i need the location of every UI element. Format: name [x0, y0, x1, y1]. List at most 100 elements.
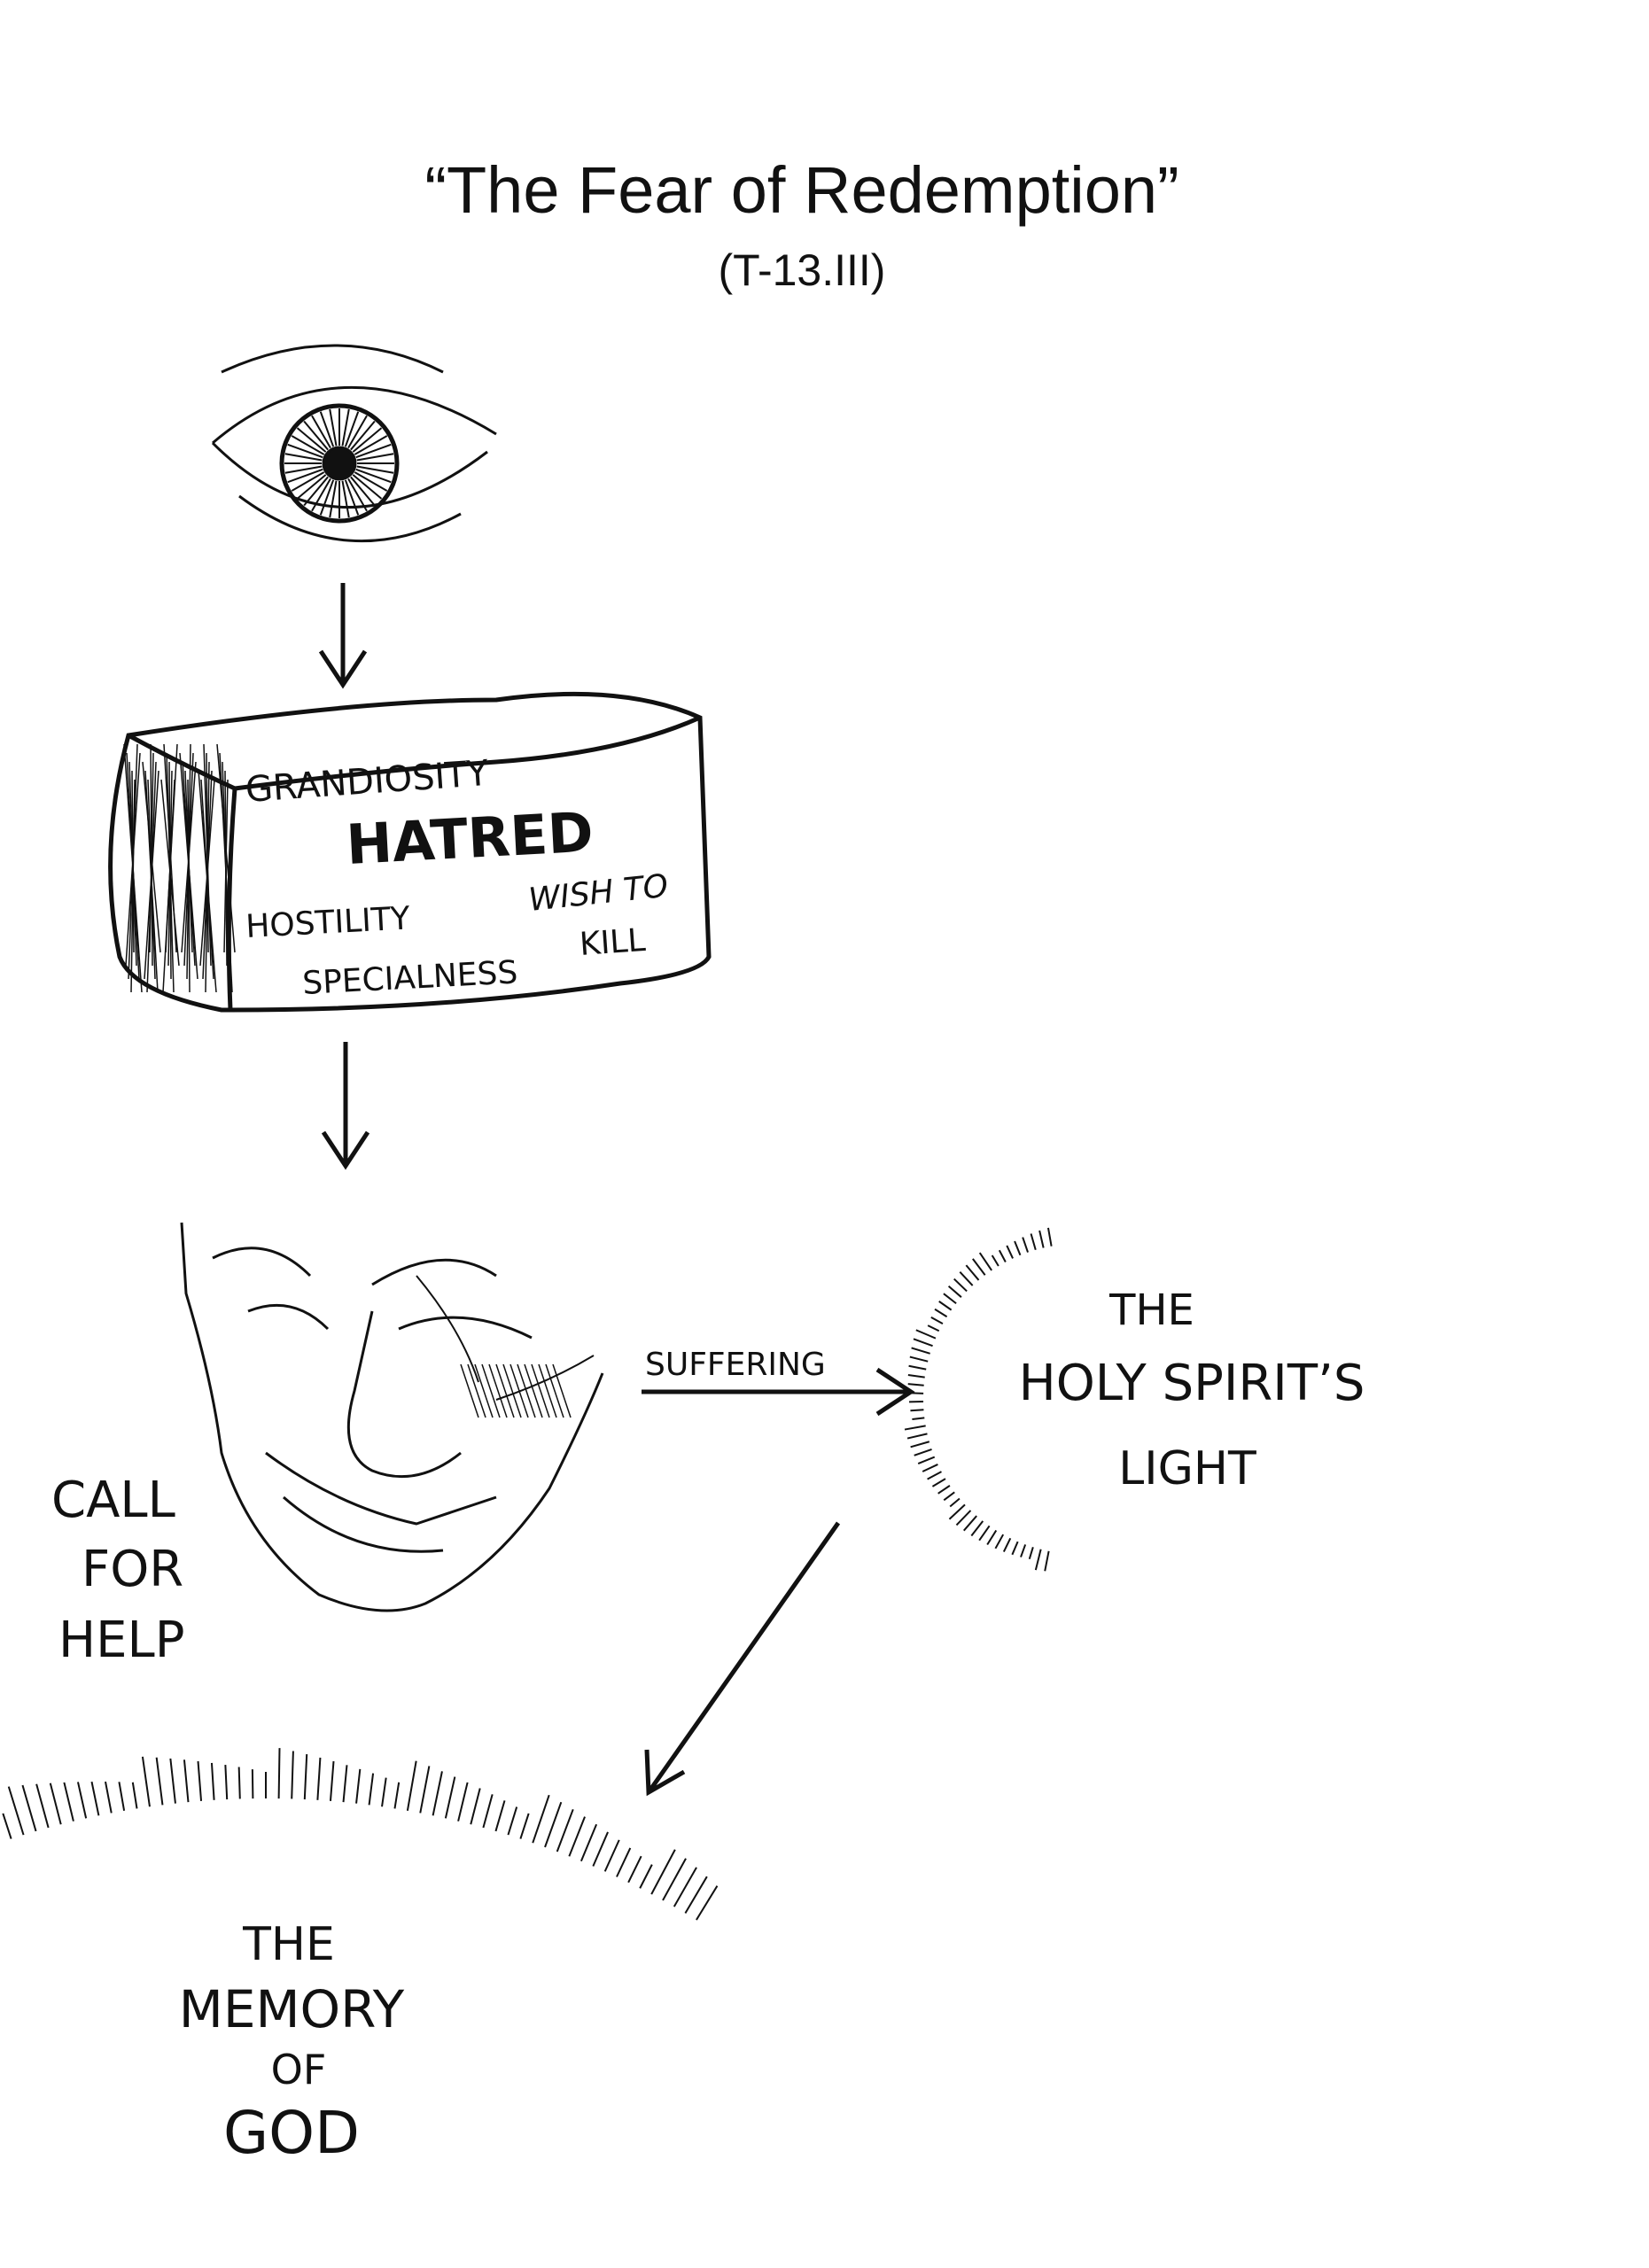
holy-spirit-line-3: LIGHT: [1118, 1442, 1256, 1495]
light-ray: [76, 1782, 88, 1819]
light-ray: [913, 1338, 933, 1348]
call-for-help-line-1: CALL: [51, 1472, 175, 1529]
shade-stroke: [531, 1363, 550, 1418]
light-ray: [959, 1270, 974, 1286]
light-ray: [568, 1816, 586, 1857]
light-ray: [943, 1293, 957, 1305]
iris-stroke: [347, 478, 368, 512]
light-ray: [931, 1478, 946, 1487]
call-for-help-line-2: FOR: [82, 1541, 183, 1598]
light-ray: [907, 1383, 924, 1386]
light-ray: [910, 1441, 930, 1449]
light-ray: [978, 1525, 991, 1542]
shade-stroke: [481, 1363, 501, 1418]
hatred-block: [108, 691, 712, 1013]
iris-stroke: [355, 443, 392, 459]
light-ray: [169, 1758, 176, 1804]
title: “The Fear of Redemption”: [424, 153, 1178, 227]
light-ray: [970, 1520, 984, 1537]
memory-of-god-light-rays: [2, 1748, 719, 1921]
light-ray: [519, 1813, 530, 1839]
hatch-stroke: [223, 779, 229, 953]
shade-stroke: [524, 1363, 543, 1418]
suffering-label: SUFFERING: [645, 1347, 826, 1383]
light-ray: [432, 1771, 443, 1816]
light-ray: [1046, 1227, 1053, 1247]
light-ray: [906, 1433, 928, 1440]
light-ray: [105, 1781, 113, 1814]
arrow-right: [642, 1367, 915, 1417]
light-ray: [457, 1782, 469, 1821]
light-ray: [911, 1347, 930, 1355]
light-ray: [1006, 1245, 1014, 1259]
light-ray: [381, 1777, 387, 1807]
light-ray: [183, 1759, 190, 1803]
iris-stroke: [296, 474, 327, 500]
light-ray: [210, 1762, 215, 1800]
holy-spirit-line-1: THE: [1108, 1285, 1194, 1335]
light-ray: [1002, 1537, 1012, 1553]
shade-stroke: [460, 1363, 479, 1418]
light-ray: [368, 1773, 375, 1806]
shade-stroke: [502, 1363, 522, 1418]
iris-stroke: [356, 465, 394, 474]
iris-stroke: [356, 453, 394, 462]
shade-stroke: [545, 1363, 564, 1418]
iris-stroke: [319, 479, 335, 516]
light-ray: [21, 1784, 37, 1832]
light-ray: [419, 1766, 431, 1814]
iris-stroke: [303, 420, 329, 451]
anguished-face-icon: [180, 1222, 604, 1612]
memory-of-god-line-2: MEMORY: [179, 1979, 405, 2039]
light-ray: [2, 1813, 12, 1839]
light-ray: [904, 1425, 926, 1431]
iris-stroke: [287, 468, 323, 484]
light-ray: [532, 1794, 550, 1844]
iris-stroke: [303, 476, 329, 507]
iris-stroke: [319, 411, 335, 447]
light-ray: [494, 1800, 506, 1832]
light-ray: [90, 1781, 100, 1816]
light-ray: [197, 1760, 203, 1801]
light-ray: [1038, 1230, 1045, 1248]
block-word-hostility: HOSTILITY: [245, 900, 411, 945]
light-ray: [291, 1751, 294, 1799]
shade-stroke: [488, 1363, 508, 1418]
light-ray: [991, 1254, 1000, 1267]
light-ray: [948, 1503, 966, 1520]
light-ray: [544, 1801, 563, 1848]
light-ray: [355, 1768, 362, 1804]
arrow-down-2: [321, 1042, 370, 1170]
light-ray: [908, 1364, 927, 1371]
light-ray: [696, 1885, 719, 1921]
iris-stroke: [354, 435, 388, 455]
shade-stroke: [474, 1363, 494, 1418]
arrow-diagonal: [644, 1521, 841, 1797]
light-ray: [35, 1783, 50, 1829]
iris-stroke: [296, 427, 327, 453]
light-ray: [673, 1867, 697, 1907]
block-word-specialness: SPECIALNESS: [301, 954, 518, 1002]
light-ray: [63, 1782, 74, 1821]
iris-stroke: [350, 476, 376, 507]
iris-stroke: [352, 427, 383, 453]
light-ray: [393, 1782, 401, 1809]
light-ray: [1034, 1549, 1042, 1571]
light-ray: [914, 1449, 932, 1456]
light-ray: [1044, 1550, 1050, 1572]
holy-spirit-line-2: HOLY SPIRIT’S: [1019, 1355, 1365, 1412]
light-ray: [650, 1849, 676, 1895]
light-ray: [953, 1278, 968, 1293]
iris-stroke: [287, 443, 323, 459]
iris-stroke: [352, 474, 383, 500]
light-ray: [329, 1760, 335, 1801]
shade-stroke: [509, 1363, 529, 1418]
shade-stroke: [552, 1363, 572, 1418]
iris-stroke: [311, 478, 331, 512]
block-word-grandiosity: GRANDIOSITY: [244, 753, 490, 811]
shade-stroke: [538, 1363, 557, 1418]
light-ray: [316, 1757, 322, 1800]
light-ray: [482, 1794, 494, 1829]
